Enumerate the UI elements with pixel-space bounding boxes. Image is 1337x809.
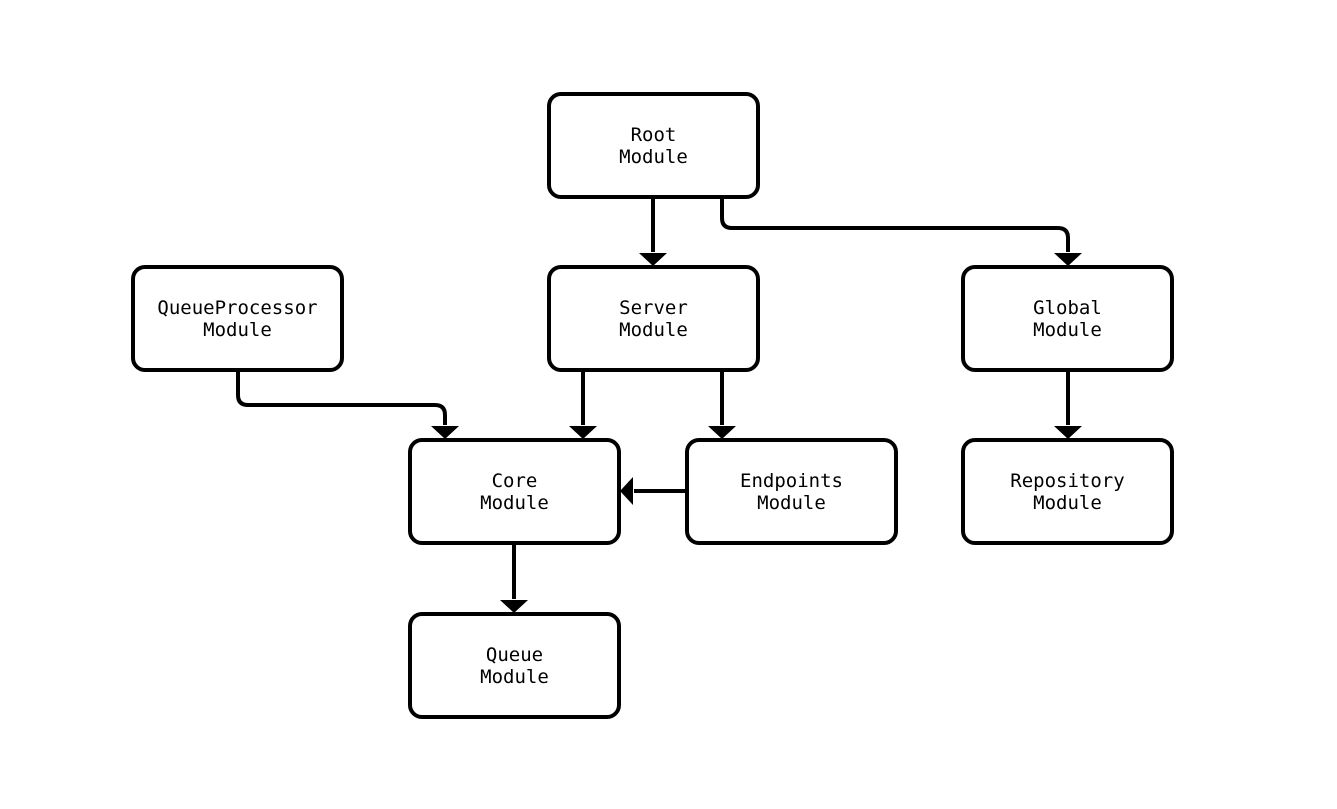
node-box-core[interactable] <box>408 438 621 545</box>
node-box-endpoints[interactable] <box>685 438 898 545</box>
edge-global-repository <box>1054 370 1082 439</box>
edge-line <box>236 370 447 425</box>
node-box-root[interactable] <box>547 92 760 199</box>
arrow-head-icon <box>620 477 633 505</box>
node-box-queueprocessor[interactable] <box>131 265 344 372</box>
node-box-queue[interactable] <box>408 612 621 719</box>
arrow-head-icon <box>431 426 459 439</box>
edge-server-endpoints <box>708 370 736 439</box>
edge-qp-core <box>236 370 459 439</box>
node-box-repository[interactable] <box>961 438 1174 545</box>
edge-root-server <box>639 197 667 266</box>
arrow-head-icon <box>569 426 597 439</box>
arrow-head-icon <box>500 600 528 613</box>
arrow-head-icon <box>639 253 667 266</box>
node-box-server[interactable] <box>547 265 760 372</box>
edge-line <box>720 197 1070 252</box>
node-box-global[interactable] <box>961 265 1174 372</box>
edge-endpoints-core <box>620 477 687 505</box>
arrow-head-icon <box>1054 253 1082 266</box>
edge-core-queue <box>500 543 528 613</box>
arrow-head-icon <box>1054 426 1082 439</box>
edge-server-core <box>569 370 597 439</box>
arrow-head-icon <box>708 426 736 439</box>
edge-root-global <box>720 197 1082 266</box>
